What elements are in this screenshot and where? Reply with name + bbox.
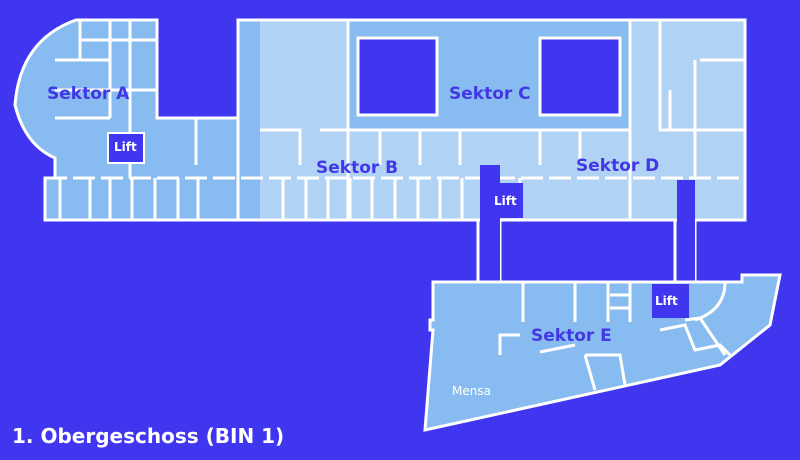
sector-label-d: Sektor D <box>576 156 660 176</box>
lift-e <box>652 284 689 318</box>
lift-a <box>107 132 145 164</box>
connector-bridge <box>476 220 697 285</box>
lift-bd <box>490 183 523 218</box>
sector-label-a: Sektor A <box>47 84 130 104</box>
room-label-mensa: Mensa <box>452 384 491 398</box>
sector-label-b: Sektor B <box>316 158 399 178</box>
courtyard <box>538 36 622 117</box>
sektor-a-area[interactable] <box>13 18 262 222</box>
lift-label: Lift <box>114 140 137 154</box>
courtyard <box>356 36 439 117</box>
lift-label: Lift <box>655 294 678 308</box>
sector-label-c: Sektor C <box>449 84 531 104</box>
floor-title: 1. Obergeschoss (BIN 1) <box>12 424 285 448</box>
sektor-e-area[interactable] <box>423 273 782 432</box>
lift-label: Lift <box>494 194 517 208</box>
sector-label-e: Sektor E <box>531 326 612 346</box>
